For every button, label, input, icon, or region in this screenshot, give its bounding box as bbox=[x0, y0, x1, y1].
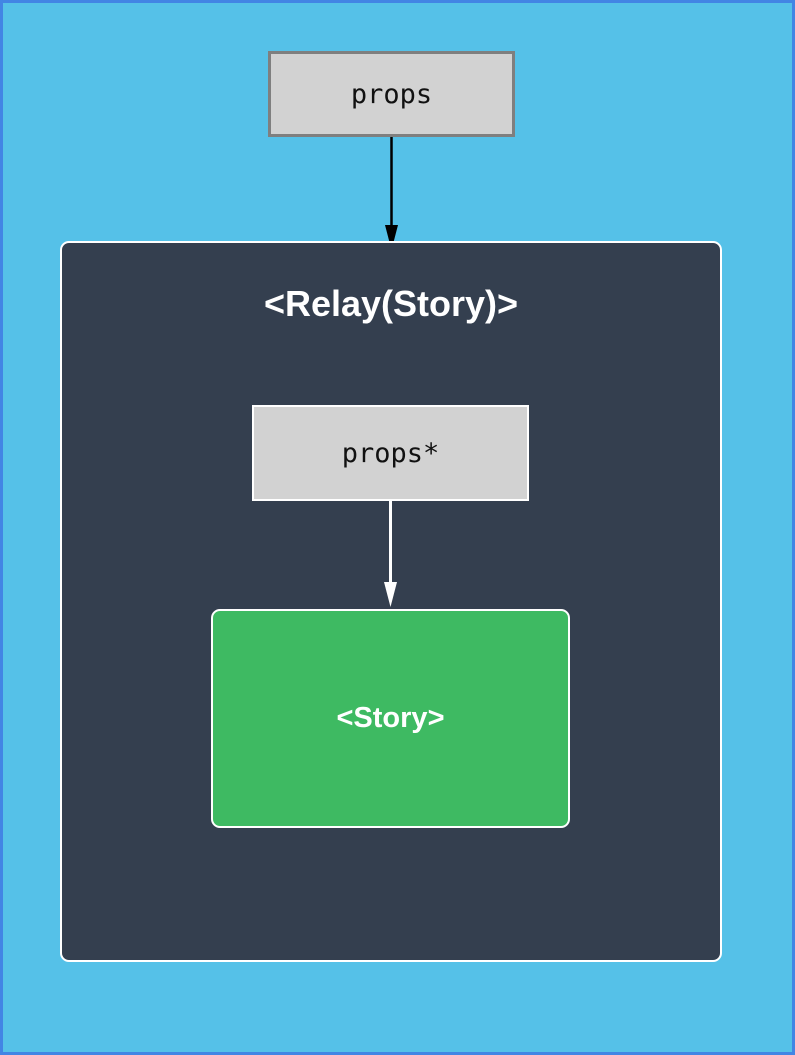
relay-story-container: <Relay(Story)> props* <Story> bbox=[60, 241, 722, 962]
arrow-down-black-icon bbox=[385, 137, 398, 250]
story-box: <Story> bbox=[211, 609, 570, 828]
props-box: props bbox=[268, 51, 515, 137]
props-star-box: props* bbox=[252, 405, 529, 501]
props-star-label: props* bbox=[341, 437, 440, 469]
props-label: props bbox=[350, 78, 433, 110]
relay-container-title: <Relay(Story)> bbox=[263, 283, 519, 324]
arrow-down-white-icon bbox=[384, 500, 397, 607]
story-label: <Story> bbox=[336, 702, 445, 734]
